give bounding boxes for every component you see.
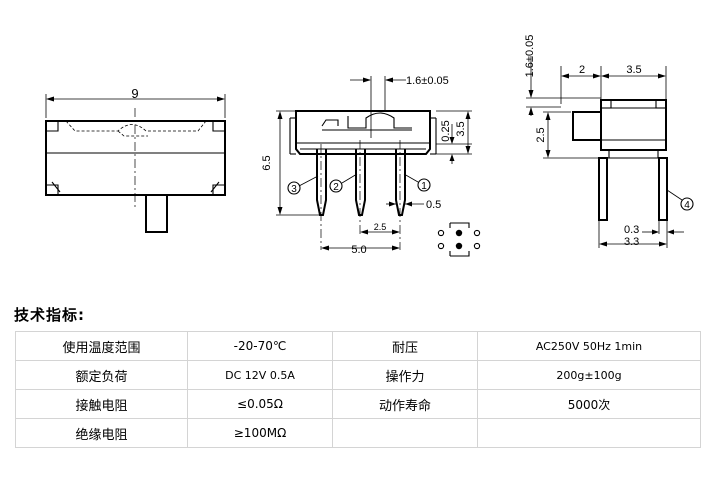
spec-label: 使用温度范围 [15, 331, 188, 361]
right-width-label: 3.5 [626, 64, 641, 76]
spec-value: 200g±100g [477, 360, 701, 390]
pin-label-2: 2 [333, 182, 339, 193]
right-total-label: 3.3 [624, 236, 639, 248]
spec-label: 动作寿命 [332, 389, 478, 419]
right-offset-label: 2 [579, 64, 585, 76]
right-pin-width-label: 0.3 [624, 224, 639, 236]
spec-heading: 技术指标: [14, 306, 85, 324]
middle-pitch-label: 1.6±0.05 [406, 75, 449, 87]
left-view: 9 [45, 86, 226, 233]
spec-row: 接触电阻 ≤0.05Ω 动作寿命 5000次 [15, 389, 701, 419]
spec-row: 额定负荷 DC 12V 0.5A 操作力 200g±100g [15, 360, 701, 390]
middle-pin-span-label: 5.0 [351, 244, 366, 256]
spec-label: 耐压 [332, 331, 478, 361]
middle-pin-spacing-label: 2.5 [374, 222, 387, 232]
spec-value: ≥100MΩ [187, 418, 333, 448]
spec-label [332, 418, 478, 448]
right-pitch-label: 1.6±0.05 [524, 35, 536, 78]
spec-row: 绝缘电阻 ≥100MΩ [15, 418, 701, 448]
middle-dim-a-label: 0.25 [440, 120, 452, 141]
pin-label-1: 1 [421, 181, 427, 192]
switch-schematic-symbol [437, 222, 481, 257]
middle-dim-b-label: 3.5 [455, 121, 467, 136]
spec-row: 使用温度范围 -20-70℃ 耐压 AC250V 50Hz 1min [15, 331, 701, 361]
pin-label-4: 4 [684, 200, 690, 211]
spec-value: 5000次 [477, 389, 701, 419]
right-height-label: 2.5 [535, 127, 547, 142]
spec-value: ≤0.05Ω [187, 389, 333, 419]
middle-view: 1.6±0.05 6.5 [261, 75, 481, 257]
spec-value: AC250V 50Hz 1min [477, 331, 701, 361]
spec-value: DC 12V 0.5A [187, 360, 333, 390]
pin-label-3: 3 [291, 184, 297, 195]
spec-label: 接触电阻 [15, 389, 188, 419]
middle-pin-width-label: 0.5 [426, 199, 441, 211]
middle-height-label: 6.5 [261, 155, 273, 170]
spec-table: 使用温度范围 -20-70℃ 耐压 AC250V 50Hz 1min 额定负荷 … [15, 331, 701, 448]
spec-label: 额定负荷 [15, 360, 188, 390]
spec-label: 操作力 [332, 360, 478, 390]
spec-value [477, 418, 701, 448]
right-view: 1.6±0.05 2 3.5 2.5 [524, 35, 694, 248]
spec-value: -20-70℃ [187, 331, 333, 361]
spec-label: 绝缘电阻 [15, 418, 188, 448]
technical-drawing: 9 1.6±0.05 [45, 35, 694, 257]
left-width-label: 9 [131, 86, 138, 101]
